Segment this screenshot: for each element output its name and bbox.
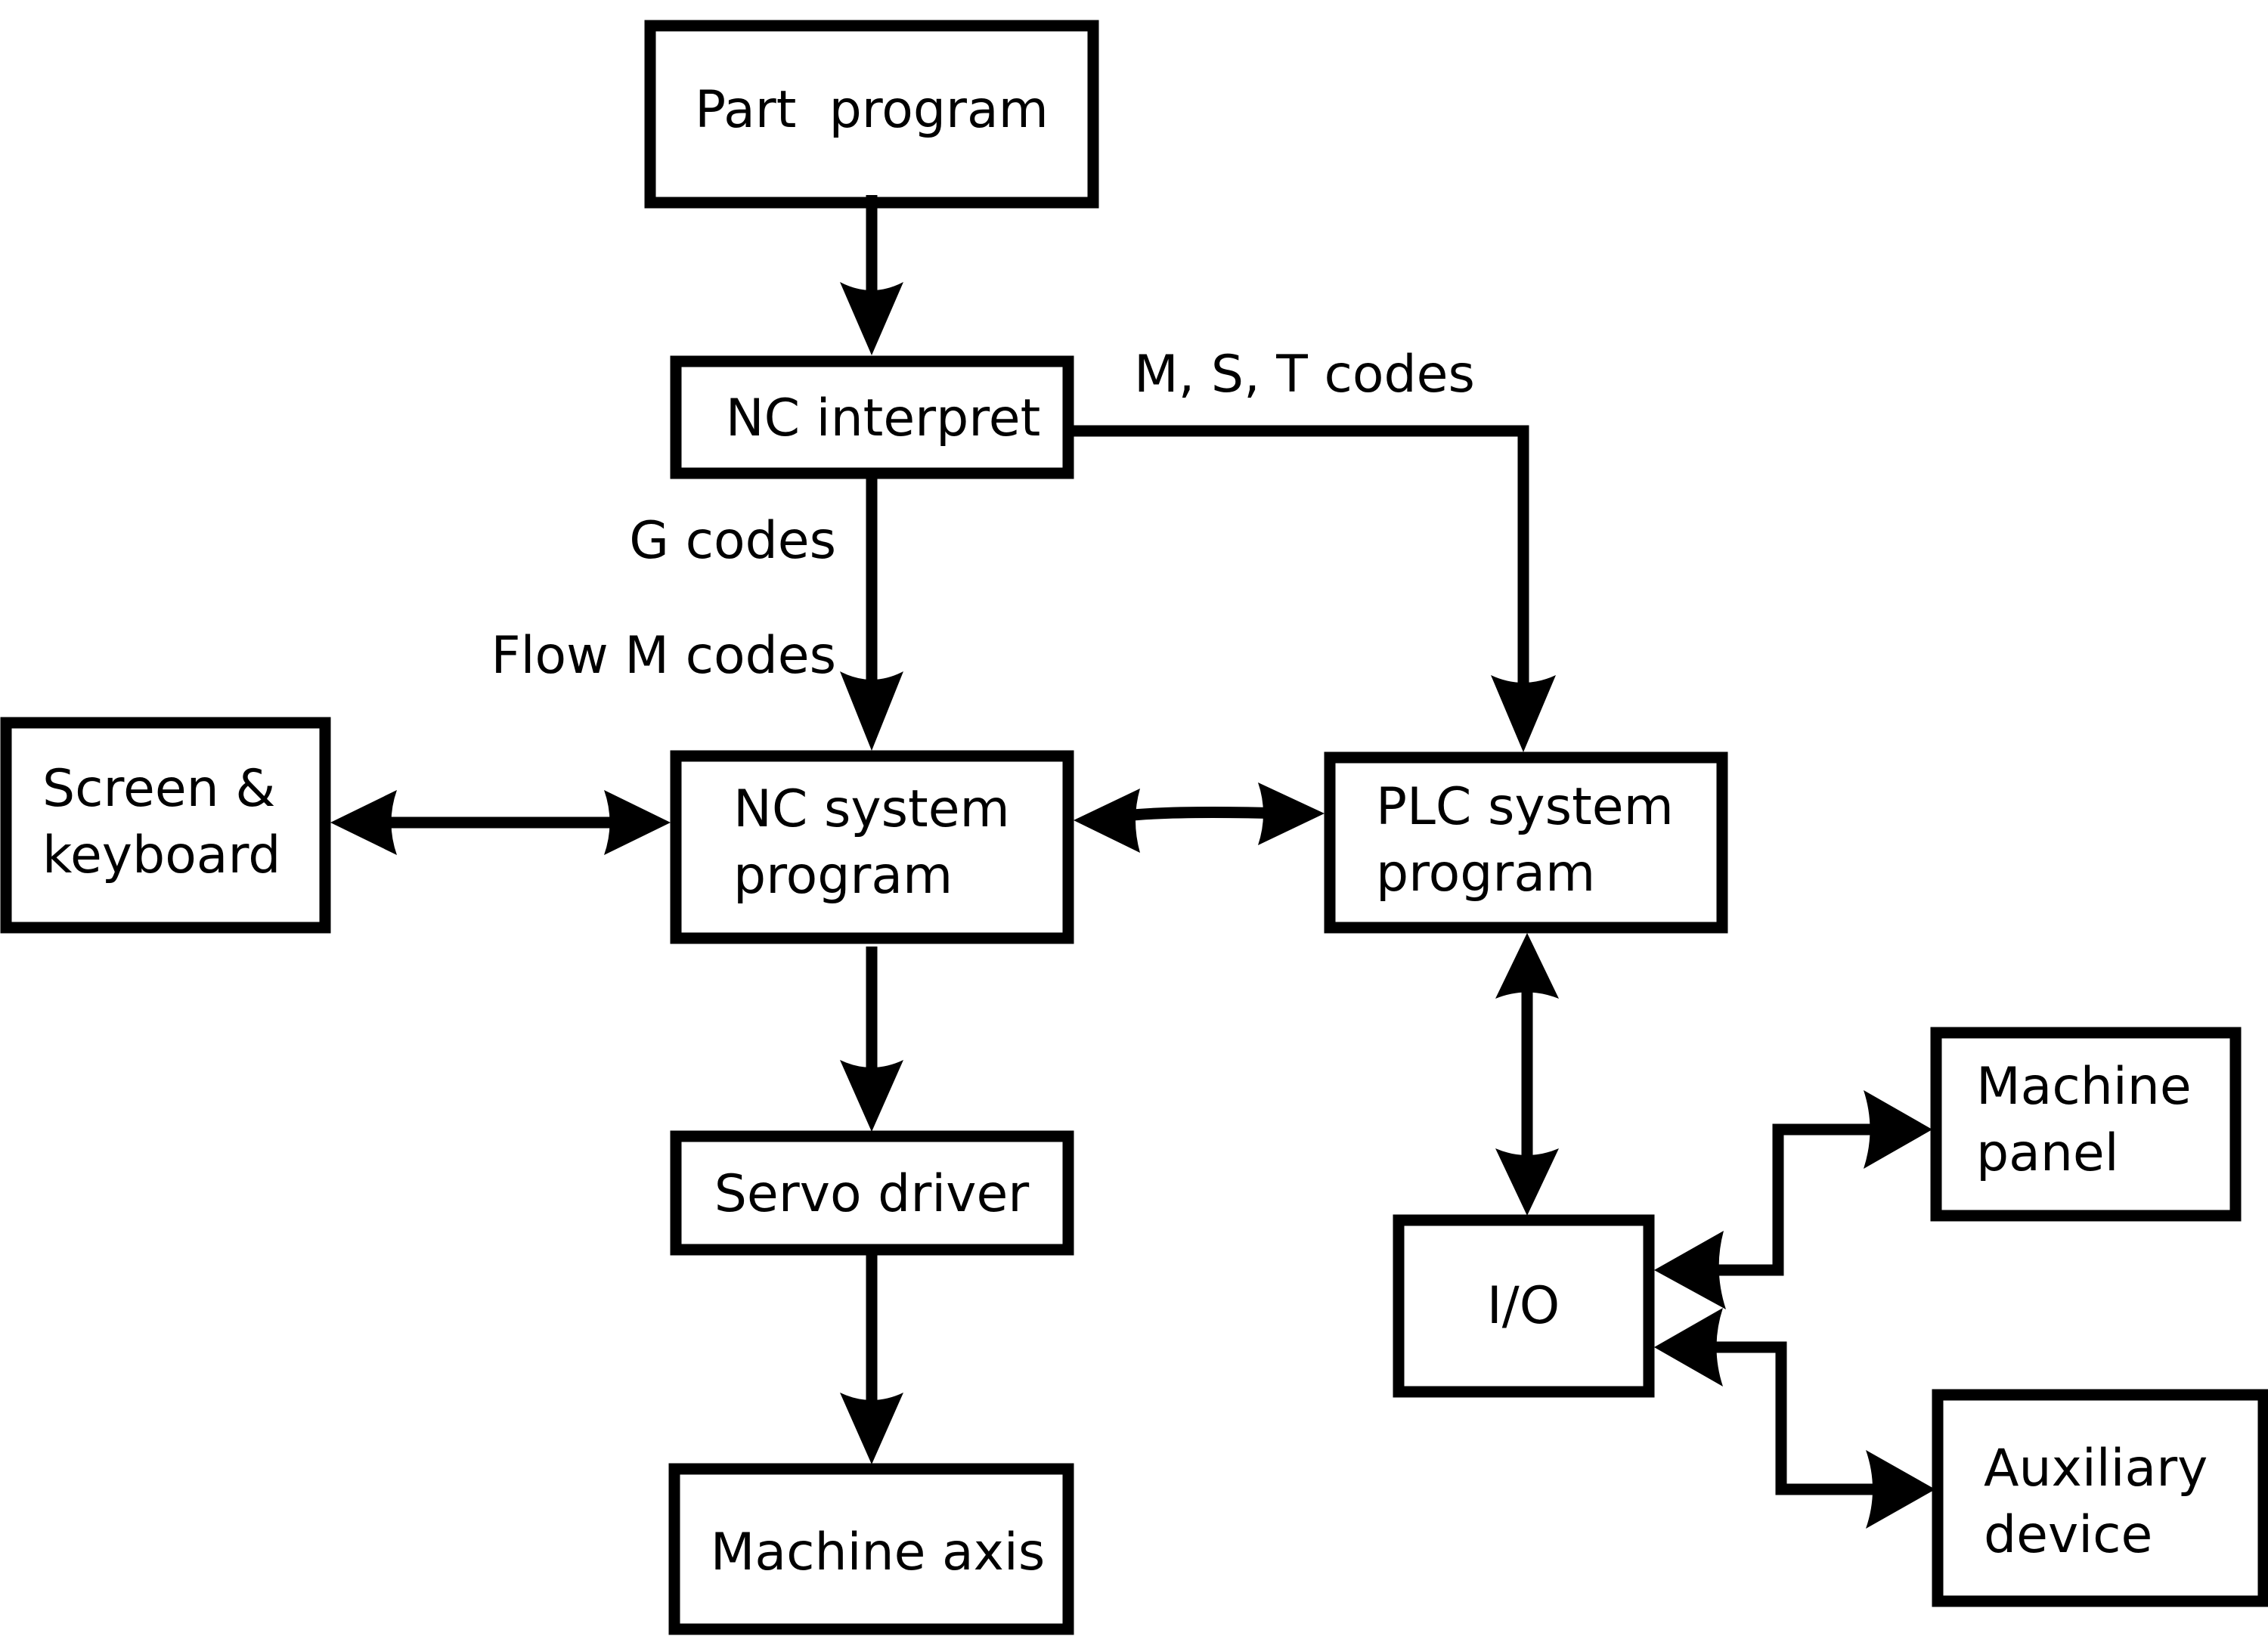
auxiliary-device-label-line2: device (1984, 1505, 2152, 1565)
node-nc-interpret: NC interpret (670, 355, 1074, 479)
edge-io-to-machine-panel (1654, 1090, 1932, 1309)
arrowhead-down-icon (840, 1060, 903, 1132)
auxiliary-device-box (1932, 1389, 2268, 1607)
edge-io-to-auxiliary-device (1654, 1308, 1935, 1529)
edge-plc-to-io (1495, 933, 1559, 1216)
edge-nc-system-to-plc (1074, 782, 1325, 853)
nc-interpret-box (670, 355, 1074, 479)
edge-line (1686, 1123, 1890, 1276)
screen-keyboard-label-line1: Screen & (42, 759, 275, 819)
arrowhead-right-icon (1258, 782, 1325, 845)
edge-nc-system-to-servo (840, 947, 903, 1132)
screen-keyboard-box (0, 717, 331, 934)
node-part-program: Part program (644, 20, 1099, 209)
arrowhead-left-icon (330, 790, 397, 855)
arrowhead-left-icon (1654, 1231, 1726, 1309)
arrowhead-down-icon (1491, 675, 1556, 752)
plc-system-program-label-line2: program (1376, 844, 1595, 903)
machine-panel-box (1930, 1027, 2242, 1222)
edge-servo-to-axis (840, 1255, 903, 1464)
arrowhead-up-icon (1495, 933, 1559, 999)
arrowhead-right-icon (1864, 1090, 1932, 1169)
node-nc-system-program: NC system program (670, 750, 1074, 944)
node-io: I/O (1393, 1214, 1655, 1398)
flow-m-codes-label: Flow M codes (491, 626, 836, 686)
arrowhead-left-icon (1074, 789, 1140, 853)
arrowhead-down-icon (840, 282, 903, 355)
arrowhead-right-icon (1866, 1450, 1935, 1529)
servo-driver-label: Servo driver (714, 1164, 1030, 1224)
node-machine-axis: Machine axis (668, 1463, 1074, 1635)
plc-system-program-box (1324, 751, 1728, 934)
machine-axis-label: Machine axis (711, 1523, 1046, 1582)
arrowhead-down-icon (840, 671, 903, 751)
nc-system-program-label-line2: program (733, 846, 953, 906)
mst-codes-label: M, S, T codes (1134, 345, 1475, 404)
nc-interpret-label: NC interpret (726, 389, 1041, 448)
screen-keyboard-label-line2: keyboard (42, 826, 280, 885)
node-auxiliary-device: Auxiliary device (1932, 1389, 2268, 1607)
node-screen-keyboard: Screen & keyboard (0, 717, 331, 934)
auxiliary-device-label-line1: Auxiliary (1984, 1439, 2208, 1498)
io-label: I/O (1487, 1276, 1560, 1336)
edge-screen-to-nc-system (330, 790, 671, 855)
part-program-label: Part program (695, 80, 1049, 140)
edge-interpret-to-nc-system (840, 478, 903, 751)
edge-line (1686, 1341, 1890, 1495)
arrowhead-down-icon (1495, 1148, 1559, 1216)
edge-part-to-interpret (840, 195, 903, 355)
node-servo-driver: Servo driver (670, 1130, 1074, 1256)
machine-panel-label-line2: panel (1976, 1123, 2119, 1183)
machine-axis-box (668, 1463, 1074, 1635)
node-machine-panel: Machine panel (1930, 1027, 2242, 1222)
arrowhead-left-icon (1654, 1308, 1723, 1387)
node-plc-system-program: PLC system program (1324, 751, 1728, 934)
plc-system-program-label-line1: PLC system (1376, 777, 1674, 837)
edge-line (1074, 425, 1529, 711)
nc-system-program-box (670, 750, 1074, 944)
g-codes-label: G codes (629, 511, 836, 571)
io-box (1393, 1214, 1655, 1398)
edge-interpret-to-plc (1074, 425, 1556, 752)
machine-panel-label-line1: Machine (1976, 1057, 2192, 1117)
servo-driver-box (670, 1130, 1074, 1256)
arrowhead-down-icon (840, 1393, 903, 1464)
arrowhead-right-icon (604, 790, 671, 855)
nc-system-program-label-line1: NC system (733, 779, 1010, 839)
